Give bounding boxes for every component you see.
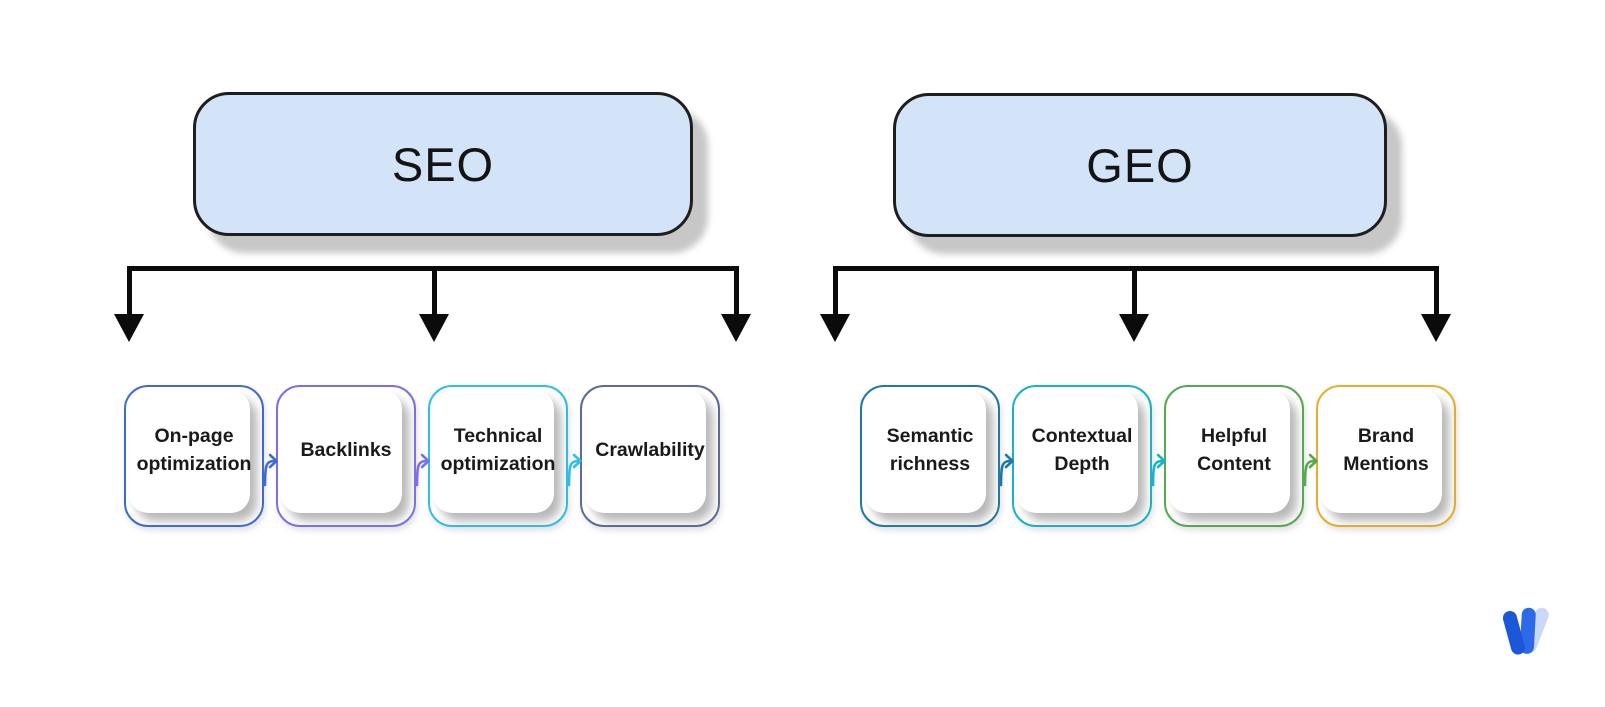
geo-branch-stem-3 — [1434, 266, 1439, 316]
subtopic-label: On-page optimization — [136, 425, 252, 475]
subtopic-box-brand-mentions: Brand Mentions — [1316, 385, 1456, 527]
flow-arrow-icon — [415, 453, 430, 487]
subtopic-box-contextual-depth: Contextual Depth — [1012, 385, 1166, 527]
subtopic-box-backlinks: Backlinks — [276, 385, 430, 527]
geo-arrowhead-icon-3 — [1421, 314, 1451, 342]
subtopic-label: Crawlability — [595, 439, 705, 462]
subtopic-label: Brand Mentions — [1343, 425, 1429, 475]
card-face — [129, 390, 250, 513]
subtopic-box-helpful-content: Helpful Content — [1164, 385, 1318, 527]
subtopic-box-crawlability: Crawlability — [580, 385, 720, 527]
seo-arrowhead-icon-3 — [721, 314, 751, 342]
card-face — [865, 390, 986, 513]
flow-arrow-icon — [567, 453, 582, 487]
subtopic-box-semantic-richness: Semantic richness — [860, 385, 1014, 527]
card-face — [585, 390, 706, 513]
subtopic-label: Contextual Depth — [1031, 425, 1133, 475]
seo-arrowhead-icon-2 — [419, 314, 449, 342]
flow-arrow-icon — [999, 453, 1014, 487]
geo-subtopic-row: Semantic richness Contextual Depth Helpf… — [860, 385, 1456, 527]
seo-branch-stem-2 — [432, 266, 437, 316]
subtopic-box-onpage-optimization: On-page optimization — [124, 385, 278, 527]
seo-arrowhead-icon-1 — [114, 314, 144, 342]
subtopic-label: Technical optimization — [440, 425, 556, 475]
geo-branch-stem-2 — [1132, 266, 1137, 316]
card-face — [1017, 390, 1138, 513]
topic-node-seo: SEO — [193, 92, 693, 236]
seo-branch-stem-1 — [127, 266, 132, 316]
topic-node-geo: GEO — [893, 93, 1387, 237]
flow-arrow-icon — [1303, 453, 1318, 487]
topic-label-seo: SEO — [391, 137, 495, 191]
subtopic-label: Helpful Content — [1197, 425, 1271, 475]
card-face — [433, 390, 554, 513]
seo-subtopic-row: On-page optimization Backlinks Technical… — [124, 385, 720, 527]
subtopic-box-technical-optimization: Technical optimization — [428, 385, 582, 527]
writesonic-logo-icon — [1502, 607, 1549, 655]
geo-arrowhead-icon-2 — [1119, 314, 1149, 342]
flow-arrow-icon — [1151, 453, 1166, 487]
subtopic-label: Backlinks — [300, 439, 392, 462]
geo-arrowhead-icon-1 — [820, 314, 850, 342]
card-face — [1321, 390, 1442, 513]
seo-branch-stem-3 — [734, 266, 739, 316]
topic-label-geo: GEO — [1086, 138, 1194, 192]
card-face — [281, 390, 402, 513]
flow-arrow-icon — [263, 453, 278, 487]
subtopic-label: Semantic richness — [886, 425, 974, 475]
geo-branch-stem-1 — [833, 266, 838, 316]
card-face — [1169, 390, 1290, 513]
